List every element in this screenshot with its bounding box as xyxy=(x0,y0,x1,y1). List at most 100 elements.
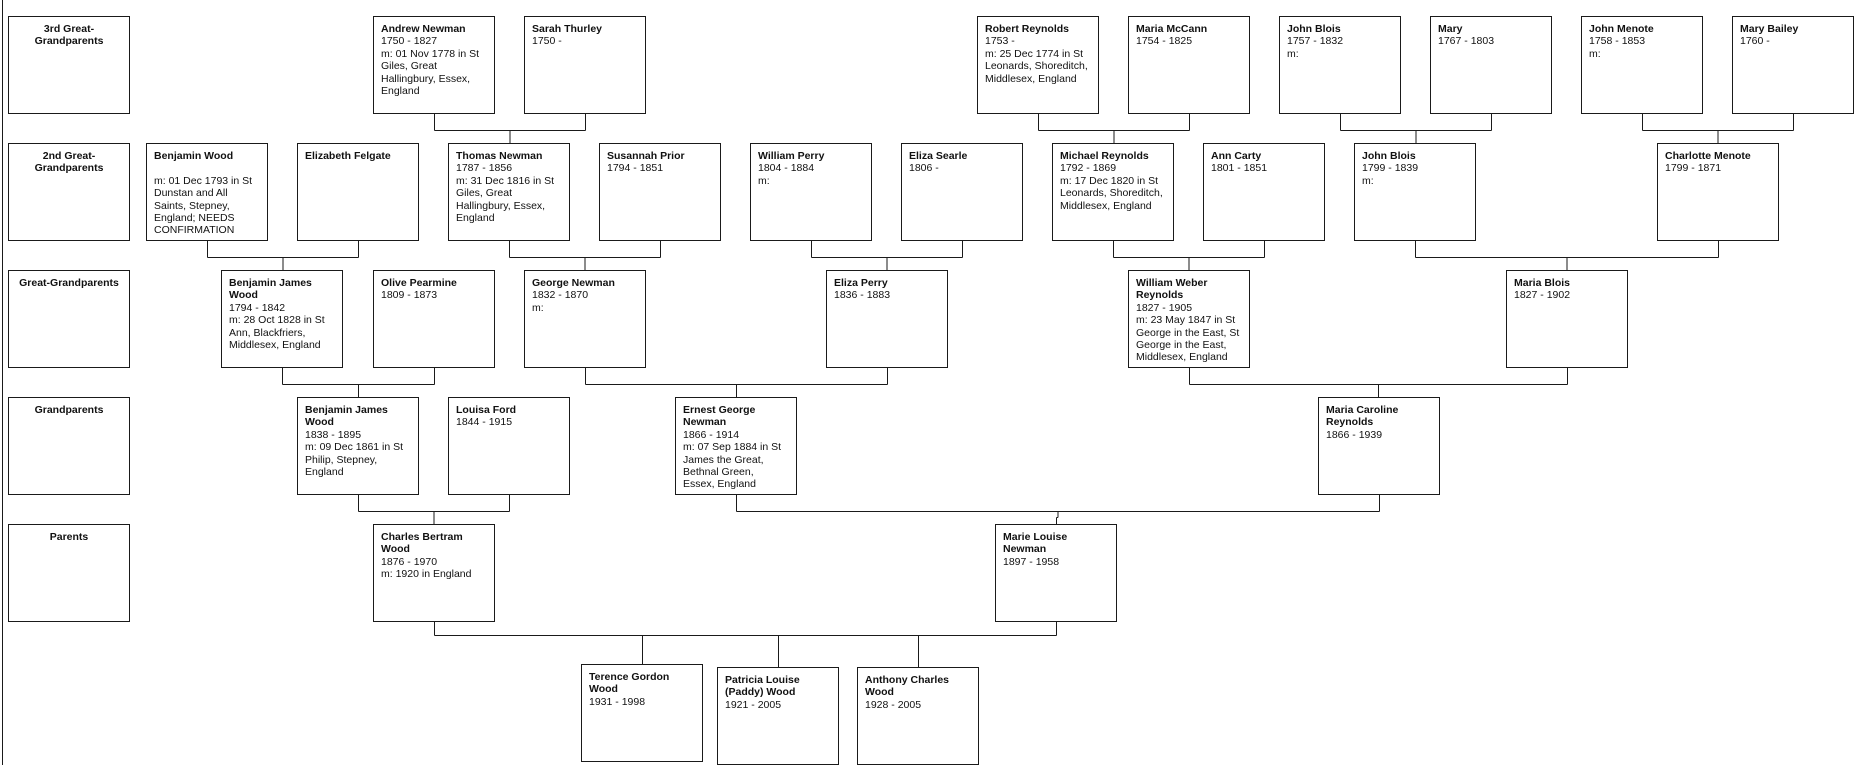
person-name: Maria McCann xyxy=(1136,23,1208,35)
person-detail-line: m: 1920 in England xyxy=(381,568,472,581)
person-name: Mary xyxy=(1438,23,1463,35)
person-detail-line: 1758 - 1853 xyxy=(1589,35,1646,48)
person-detail-line: 1838 - 1895 xyxy=(305,428,362,441)
person-detail-line: m: 07 Sep 1884 in St xyxy=(683,441,782,454)
person-name: Maria Blois xyxy=(1514,277,1571,289)
person-detail-line: 1827 - 1902 xyxy=(1514,289,1571,302)
generation-label-p: Parents xyxy=(8,524,130,622)
person-detail-line: 1866 - 1939 xyxy=(1326,428,1383,441)
person-detail-line: England; NEEDS xyxy=(154,212,235,225)
person-detail-line: m: 17 Dec 1820 in St xyxy=(1060,174,1159,187)
person-name: Olive Pearmine xyxy=(381,277,457,289)
person-detail-line: 1809 - 1873 xyxy=(381,289,438,302)
person-detail-line: Giles, Great xyxy=(456,187,513,200)
person-detail-line: England xyxy=(456,212,495,225)
person-name: Elizabeth Felgate xyxy=(305,150,391,162)
person-detail-line: Leonards, Shoreditch, xyxy=(1060,187,1163,200)
person-detail-line: 1876 - 1970 xyxy=(381,555,438,568)
person-detail-line: 1806 - xyxy=(909,162,939,175)
person-card-elizabeth-felgate[interactable]: Elizabeth Felgate xyxy=(297,143,419,241)
person-detail-line: 1928 - 2005 xyxy=(865,698,922,711)
person-detail-line: CONFIRMATION xyxy=(154,224,235,237)
person-detail-line: 1787 - 1856 xyxy=(456,162,513,175)
person-name: Louisa Ford xyxy=(456,404,517,416)
generation-label-g1: Great-Grandparents xyxy=(8,270,130,368)
person-name: John Menote xyxy=(1589,23,1654,35)
person-detail-line: Hallingbury, Essex, xyxy=(456,199,546,212)
person-detail-line: 1897 - 1958 xyxy=(1003,555,1060,568)
person-detail-line: m: xyxy=(532,301,544,314)
person-detail-line: Middlesex, England xyxy=(229,339,321,352)
generation-label-g3: 3rd Great-Grandparents xyxy=(8,16,130,114)
person-name: Eliza Searle xyxy=(909,150,968,162)
person-detail-line: Saints, Stepney, xyxy=(154,199,230,212)
person-name: Eliza Perry xyxy=(834,277,888,289)
generation-label-gp: Grandparents xyxy=(8,397,130,495)
person-detail-line: Essex, England xyxy=(683,478,756,491)
left-border-line xyxy=(2,0,3,765)
person-detail-line: Leonards, Shoreditch, xyxy=(985,60,1088,73)
person-detail-line: 1801 - 1851 xyxy=(1211,162,1268,175)
person-detail-line: 1866 - 1914 xyxy=(683,428,740,441)
person-name: Maria Caroline Reynolds xyxy=(1326,404,1399,429)
person-detail-line: 1750 - xyxy=(532,35,562,48)
person-detail-line: m: xyxy=(758,174,770,187)
person-detail-line: 1799 - 1871 xyxy=(1665,162,1722,175)
person-name: John Blois xyxy=(1287,23,1341,35)
person-detail-line: 1832 - 1870 xyxy=(532,289,589,302)
person-detail-line: 1794 - 1851 xyxy=(607,162,664,175)
person-detail-line: Hallingbury, Essex, xyxy=(381,72,471,85)
person-detail-line: m: xyxy=(1362,174,1374,187)
person-name: Susannah Prior xyxy=(607,150,685,162)
person-detail-line: 1753 - xyxy=(985,35,1015,48)
person-detail-line: Philip, Stepney, xyxy=(305,453,378,466)
person-name: Andrew Newman xyxy=(381,23,466,35)
person-detail-line: England xyxy=(305,466,344,479)
person-detail-line: 1754 - 1825 xyxy=(1136,35,1193,48)
person-detail-line: Bethnal Green, xyxy=(683,466,754,479)
person-name: Ernest George Newman xyxy=(683,404,756,429)
person-detail-line: 1844 - 1915 xyxy=(456,416,513,429)
person-detail-line: m: 25 Dec 1774 in St xyxy=(985,47,1084,60)
person-name: Mary Bailey xyxy=(1740,23,1799,35)
person-detail-line: Giles, Great xyxy=(381,60,438,73)
person-name: John Blois xyxy=(1362,150,1416,162)
person-detail-line: 1750 - 1827 xyxy=(381,35,438,48)
person-detail-line: 1794 - 1842 xyxy=(229,301,286,314)
person-detail-line: m: 09 Dec 1861 in St xyxy=(305,441,404,454)
person-detail-line: m: xyxy=(1287,47,1299,60)
person-name: Benjamin Wood xyxy=(154,150,234,162)
